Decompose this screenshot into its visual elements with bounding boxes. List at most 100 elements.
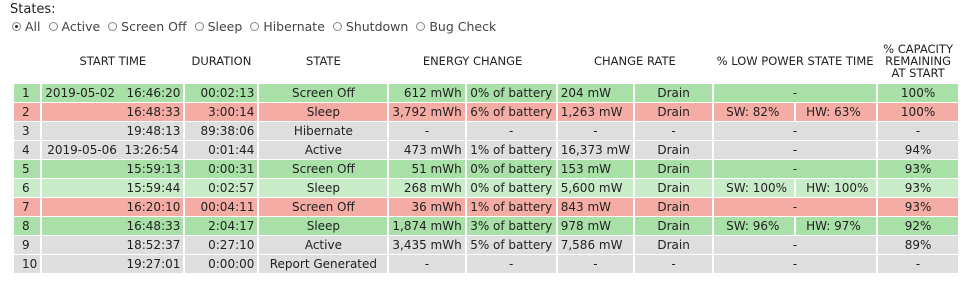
state-cell: Sleep (259, 217, 388, 235)
header-energy-change: ENERGY CHANGE (422, 54, 523, 68)
duration-cell: 00:02:13 (185, 84, 258, 102)
duration-cell: 0:00:00 (185, 255, 258, 273)
row-index: 7 (14, 198, 41, 216)
start-time: 13:26:54 (124, 143, 179, 157)
header-capacity-line: % CAPACITY (883, 42, 953, 56)
start-time-cell: 2019-05-02 16:46:20 (42, 84, 184, 102)
start-date: 2019-05-06 (47, 143, 117, 157)
state-cell: Report Generated (259, 255, 388, 273)
low-power-cell: - (714, 141, 877, 159)
rate-type-cell: Drain (635, 84, 713, 102)
filter-hibernate[interactable]: Hibernate (250, 19, 325, 34)
table-row: 8 16:48:33 2:04:17 Sleep 1,874 mWh 3% of… (14, 217, 959, 235)
header-state: STATE (306, 54, 341, 68)
rate-type-cell: Drain (635, 198, 713, 216)
energy-cell: 268 mWh (389, 179, 465, 197)
energy-cell: 1,874 mWh (389, 217, 465, 235)
hw-percent-cell: HW: 100% (796, 179, 877, 197)
energy-cell: 473 mWh (389, 141, 465, 159)
filter-label: Bug Check (429, 19, 497, 34)
radio-icon[interactable] (194, 22, 204, 31)
row-index: 2 (14, 103, 41, 121)
rate-cell: 7,586 mW (557, 236, 634, 254)
start-time-cell: 16:48:33 (42, 217, 184, 235)
header-index (14, 39, 40, 83)
capacity-cell: 89% (878, 236, 959, 254)
energy-percent-cell: 0% of battery (466, 160, 556, 178)
table-row: 4 2019-05-06 13:26:54 0:01:44 Active 473… (14, 141, 959, 159)
start-time-cell: 16:48:33 (42, 103, 184, 121)
duration-cell: 0:27:10 (185, 236, 258, 254)
energy-percent-cell: 6% of battery (466, 103, 556, 121)
table-row: 2 16:48:33 3:00:14 Sleep 3,792 mWh 6% of… (14, 103, 959, 121)
duration-cell: 0:02:57 (185, 179, 258, 197)
rate-cell: 5,600 mW (557, 179, 634, 197)
energy-cell: 612 mWh (389, 84, 465, 102)
duration-cell: 89:38:06 (185, 122, 258, 140)
rate-type-cell: - (635, 122, 713, 140)
start-time: 15:59:44 (126, 181, 181, 195)
energy-cell: 36 mWh (389, 198, 465, 216)
radio-selected-icon[interactable] (12, 22, 21, 31)
filter-label: Hibernate (263, 19, 325, 34)
rate-cell: 204 mW (557, 84, 634, 102)
filter-screen-off[interactable]: Screen Off (108, 19, 187, 34)
table-row: 6 15:59:44 0:02:57 Sleep 268 mWh 0% of b… (14, 179, 959, 197)
header-change-rate: CHANGE RATE (594, 54, 676, 68)
start-time-cell: 2019-05-06 13:26:54 (42, 141, 184, 159)
battery-usage-table: START TIME DURATION STATE ENERGY CHANGE … (12, 38, 960, 274)
start-time: 15:59:13 (126, 162, 181, 176)
start-time: 16:48:33 (126, 105, 181, 119)
start-time: 16:20:10 (126, 200, 181, 214)
energy-percent-cell: 0% of battery (466, 84, 556, 102)
filter-label: Active (61, 19, 101, 34)
duration-cell: 0:01:44 (185, 141, 258, 159)
filter-active[interactable]: Active (48, 19, 101, 34)
state-cell: Sleep (259, 179, 388, 197)
start-time-cell: 18:52:37 (42, 236, 184, 254)
filter-shutdown[interactable]: Shutdown (332, 19, 409, 34)
radio-icon[interactable] (48, 22, 58, 31)
duration-cell: 0:00:31 (185, 160, 258, 178)
start-time-cell: 19:27:01 (42, 255, 184, 273)
capacity-cell: 93% (878, 179, 959, 197)
capacity-cell: 94% (878, 141, 959, 159)
header-capacity-line: REMAINING (885, 54, 952, 68)
states-label: States: (10, 2, 56, 17)
duration-cell: 2:04:17 (185, 217, 258, 235)
energy-cell: - (389, 255, 465, 273)
filter-all[interactable]: All (12, 19, 41, 34)
radio-icon[interactable] (108, 22, 118, 31)
table-row: 10 19:27:01 0:00:00 Report Generated - -… (14, 255, 959, 273)
energy-cell: - (389, 122, 465, 140)
radio-icon[interactable] (250, 22, 260, 31)
energy-cell: 3,435 mWh (389, 236, 465, 254)
filter-label: Shutdown (345, 19, 409, 34)
state-cell: Active (259, 236, 388, 254)
low-power-cell: - (714, 255, 877, 273)
low-power-cell: - (714, 198, 877, 216)
energy-percent-cell: 3% of battery (466, 217, 556, 235)
low-power-cell: - (714, 122, 877, 140)
radio-icon[interactable] (332, 22, 342, 31)
sw-percent-cell: SW: 82% (714, 103, 795, 121)
table-row: 7 16:20:10 00:04:11 Screen Off 36 mWh 1%… (14, 198, 959, 216)
row-index: 5 (14, 160, 41, 178)
rate-type-cell: Drain (635, 236, 713, 254)
rate-cell: 1,263 mW (557, 103, 634, 121)
filter-sleep[interactable]: Sleep (194, 19, 242, 34)
capacity-cell: - (878, 255, 959, 273)
radio-icon[interactable] (416, 22, 426, 31)
rate-cell: 153 mW (557, 160, 634, 178)
energy-percent-cell: 5% of battery (466, 236, 556, 254)
filter-bug-check[interactable]: Bug Check (416, 19, 496, 34)
header-duration: DURATION (191, 54, 252, 68)
table-row: 3 19:48:13 89:38:06 Hibernate - - - - - … (14, 122, 959, 140)
start-time-cell: 19:48:13 (42, 122, 184, 140)
low-power-cell: - (714, 236, 877, 254)
table-row: 1 2019-05-02 16:46:20 00:02:13 Screen Of… (14, 84, 959, 102)
sw-percent-cell: SW: 96% (714, 217, 795, 235)
capacity-cell: 92% (878, 217, 959, 235)
energy-percent-cell: 0% of battery (466, 179, 556, 197)
capacity-cell: 100% (878, 84, 959, 102)
